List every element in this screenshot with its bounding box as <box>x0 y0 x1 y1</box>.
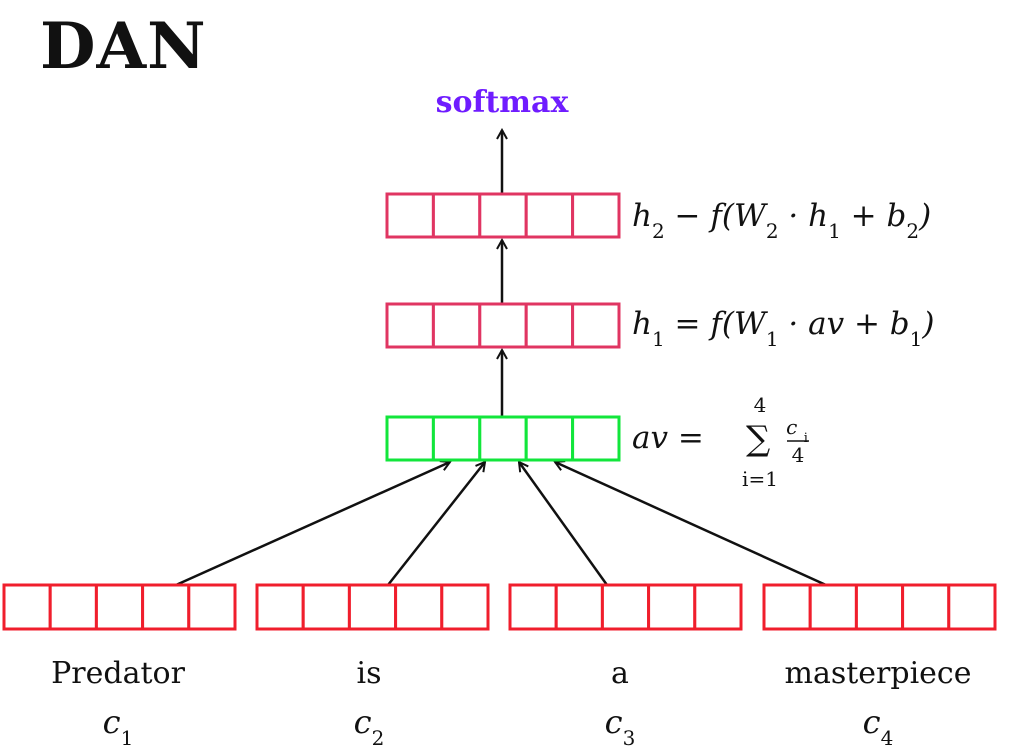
h2-formula-text: · h <box>779 198 829 234</box>
input-vector-3-cell-1 <box>508 583 558 631</box>
diagram-title: DAN <box>40 9 207 84</box>
h2-formula-subscript: 2 <box>652 219 665 243</box>
arrow-group <box>175 130 827 587</box>
av-vector-cell-3 <box>478 415 528 462</box>
input-variable-base-2: c <box>354 703 372 741</box>
input-vector-2-cell-5 <box>440 583 490 631</box>
sum-lower-limit: i=1 <box>742 467 778 491</box>
softmax-label: softmax <box>436 85 570 120</box>
input-variable-4: c4 <box>863 703 894 749</box>
h2-vector-cell-5 <box>571 192 621 239</box>
h2-vector <box>385 192 621 239</box>
h1-vector-cell-5 <box>571 302 621 349</box>
av-vector-cell-2 <box>431 415 482 462</box>
input-vector-3-cell-2 <box>554 583 604 631</box>
h1-formula-text: ) <box>921 306 934 342</box>
h1-formula-subscript: 1 <box>652 327 665 351</box>
input-vector-4-cell-5 <box>947 583 997 631</box>
fraction-numerator: c i <box>786 415 808 446</box>
input-variable-1: c1 <box>103 703 134 749</box>
input-vector-1-cell-1 <box>2 583 52 631</box>
h1-vector-cell-2 <box>431 302 482 349</box>
av-vector-cell-5 <box>571 415 621 462</box>
input-vector-1-cell-2 <box>48 583 98 631</box>
input-vector-3-cell-3 <box>600 583 651 631</box>
h2-formula: h2 − f(W2 · h1 + b2) <box>632 198 931 243</box>
sum-symbol: ∑ <box>746 419 770 459</box>
h1-formula: h1 = f(W1 · av + b1) <box>632 306 935 351</box>
h1-vector <box>385 302 621 349</box>
input-vector-4-cell-1 <box>762 583 812 631</box>
input-vector-2 <box>255 583 490 631</box>
av-vector-cell-1 <box>385 415 435 462</box>
h1-formula-text: · av + b <box>779 306 910 342</box>
input-variable-base-3: c <box>605 703 623 741</box>
input-variable-3: c3 <box>605 703 636 749</box>
input-vector-3-cell-5 <box>693 583 743 631</box>
h2-vector-cell-4 <box>524 192 575 239</box>
input-vector-4 <box>762 583 997 631</box>
input-variable-base-4: c <box>863 703 881 741</box>
input-vector-2-cell-3 <box>347 583 398 631</box>
input-vector-1-cell-5 <box>187 583 237 631</box>
h2-formula-subscript: 1 <box>828 219 841 243</box>
h2-formula-subscript: 2 <box>906 219 919 243</box>
h2-vector-cell-3 <box>478 192 528 239</box>
h1-vector-cell-4 <box>524 302 575 349</box>
h2-formula-text: ) <box>918 198 931 234</box>
arrow-input-1-to-av <box>175 462 450 587</box>
h2-formula-text: + b <box>841 198 907 234</box>
input-vector-2-cell-4 <box>394 583 444 631</box>
input-variable-base-1: c <box>103 703 121 741</box>
arrow-input-2-to-av <box>387 462 485 586</box>
input-vector-4-cell-4 <box>901 583 951 631</box>
input-vector-1 <box>2 583 237 631</box>
input-variable-subscript-2: 2 <box>372 726 385 749</box>
h2-vector-cell-2 <box>431 192 482 239</box>
h1-formula-text: h <box>632 306 652 342</box>
sum-upper-limit: 4 <box>754 393 767 417</box>
numerator-subscript: i <box>804 431 808 446</box>
h1-formula-subscript: 1 <box>766 327 779 351</box>
label-group: h2 − f(W2 · h1 + b2) h1 = f(W1 · av + b1… <box>51 198 971 749</box>
av-lhs: av = <box>632 420 704 456</box>
input-vector-1-cell-3 <box>94 583 145 631</box>
input-variable-2: c2 <box>354 703 385 749</box>
input-vector-3-cell-4 <box>647 583 697 631</box>
h2-formula-subscript: 2 <box>766 219 779 243</box>
input-word-2: is <box>357 656 382 691</box>
av-vector-cell-4 <box>524 415 575 462</box>
input-word-1: Predator <box>51 656 185 691</box>
input-variable-subscript-4: 4 <box>881 726 894 749</box>
input-vector-4-cell-3 <box>854 583 905 631</box>
input-vector-1-cell-4 <box>141 583 191 631</box>
input-vector-2-cell-1 <box>255 583 305 631</box>
arrow-input-3-to-av <box>519 462 609 586</box>
input-vector-4-cell-2 <box>808 583 858 631</box>
input-variable-subscript-1: 1 <box>121 726 134 749</box>
h2-vector-cell-1 <box>385 192 435 239</box>
h2-formula-text: − f(W <box>665 198 768 234</box>
input-vector-3 <box>508 583 743 631</box>
h2-formula-text: h <box>632 198 652 234</box>
h1-formula-subscript: 1 <box>910 327 923 351</box>
vector-group <box>2 192 997 631</box>
arrow-input-4-to-av <box>555 462 827 587</box>
input-vector-2-cell-2 <box>301 583 351 631</box>
fraction-denominator: 4 <box>792 443 805 467</box>
numerator-variable: c <box>786 415 797 439</box>
input-word-4: masterpiece <box>785 656 972 691</box>
av-vector <box>385 415 621 462</box>
av-formula: av = ∑ 4 i=1 c i 4 <box>632 393 809 491</box>
input-variable-subscript-3: 3 <box>623 726 636 749</box>
h1-vector-cell-3 <box>478 302 528 349</box>
h1-vector-cell-1 <box>385 302 435 349</box>
h1-formula-text: = f(W <box>665 306 768 342</box>
input-word-3: a <box>611 656 629 691</box>
